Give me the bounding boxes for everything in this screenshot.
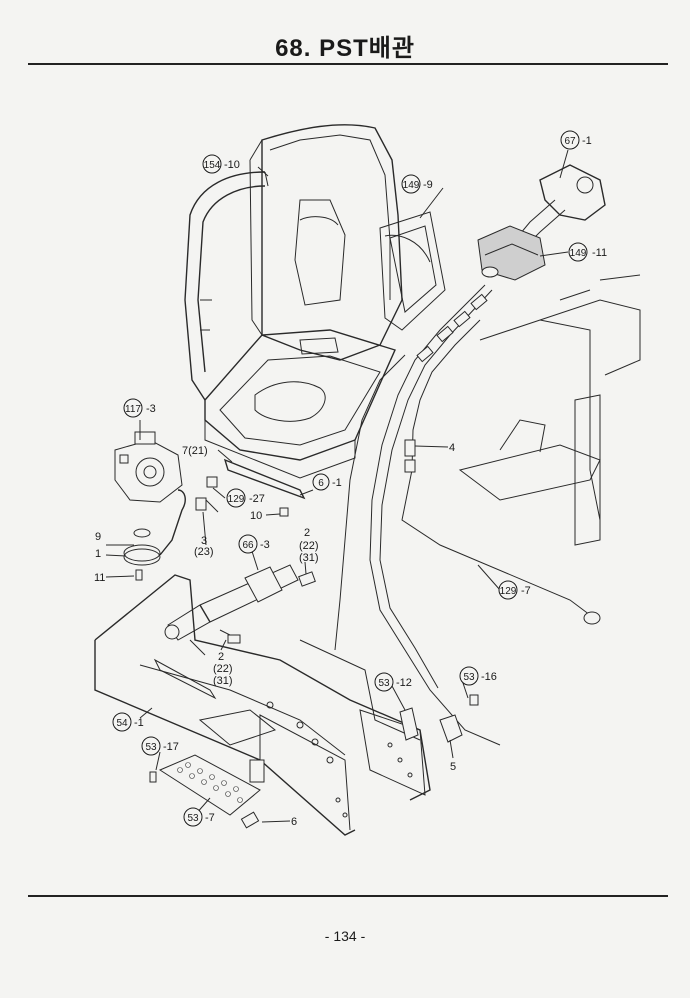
- callout-ref: 67: [564, 136, 576, 147]
- label-4: 4: [449, 442, 455, 454]
- callout-suffix: -1: [134, 717, 144, 729]
- label-22a: (22): [299, 540, 319, 552]
- callout-suffix: -7: [205, 812, 215, 824]
- label-31b: (31): [213, 675, 233, 687]
- callout-129-27: 129 -27: [226, 488, 265, 508]
- callout-67-1: 67 -1: [560, 130, 592, 150]
- callout-suffix: -3: [146, 403, 156, 415]
- label-7-21: 7(21): [182, 445, 208, 457]
- callout-suffix: -7: [521, 585, 531, 597]
- callout-ref: 53: [187, 813, 199, 824]
- callout-53-7: 53 -7: [183, 807, 215, 827]
- callout-66-3: 66 -3: [238, 534, 270, 554]
- callout-ref: 117: [125, 404, 141, 415]
- callout-149-9: 149 -9: [401, 174, 433, 194]
- callout-suffix: -11: [592, 247, 607, 259]
- callout-154-10: 154 -10: [202, 154, 240, 174]
- label-9: 9: [95, 531, 101, 543]
- main-frame-drawing: [94, 574, 479, 836]
- footer-rule: [28, 895, 668, 897]
- callout-suffix: -27: [249, 493, 265, 505]
- steering-cylinder-drawing: [164, 564, 316, 656]
- callout-ref: 149: [570, 248, 587, 259]
- label-2a: 2: [304, 527, 310, 539]
- seat-drawing: [184, 124, 403, 479]
- callout-suffix: -17: [163, 741, 179, 753]
- callout-suffix: -16: [481, 671, 497, 683]
- label-6: 6: [291, 816, 297, 828]
- callout-ref: 6: [318, 478, 324, 489]
- label-22b: (22): [213, 663, 233, 675]
- step-plate-holes: [177, 762, 243, 803]
- callout-ref: 53: [145, 742, 157, 753]
- callout-suffix: -9: [423, 179, 433, 191]
- page-title: 68. PST배관: [275, 35, 415, 62]
- callout-ref: 66: [242, 540, 254, 551]
- label-5: 5: [450, 761, 456, 773]
- label-2b: 2: [218, 651, 224, 663]
- callout-117-3: 117 -3: [123, 398, 156, 418]
- callout-53-16: 53 -16: [459, 666, 497, 686]
- pump-drawing: [114, 431, 306, 581]
- callout-ref: 149: [403, 180, 420, 191]
- step-plate-drawing: [149, 754, 265, 829]
- label-31a: (31): [299, 552, 319, 564]
- callout-54-1: 54 -1: [112, 712, 144, 732]
- page-number: - 134 -: [324, 928, 366, 944]
- callout-149-11: 149 -11: [568, 242, 607, 262]
- frame-upper-drawing: [458, 274, 641, 546]
- callout-129-7: 129 -7: [498, 580, 531, 600]
- callout-suffix: -12: [396, 677, 412, 689]
- label-1: 1: [95, 548, 101, 560]
- callout-6-1: 6 -1: [312, 473, 342, 491]
- callout-suffix: -1: [332, 477, 342, 489]
- label-3: 3: [201, 535, 207, 547]
- callout-53-12: 53 -12: [374, 672, 412, 692]
- label-10: 10: [250, 510, 262, 522]
- callout-ref: 154: [204, 160, 221, 171]
- hose-lines: [334, 284, 601, 746]
- frame-holes: [266, 701, 413, 818]
- label-11: 11: [94, 572, 105, 584]
- header-rule: [28, 63, 668, 65]
- callout-suffix: -1: [582, 135, 592, 147]
- callout-ref: 53: [463, 672, 475, 683]
- callout-ref: 129: [228, 494, 245, 505]
- label-23: (23): [194, 546, 214, 558]
- callout-ref: 54: [116, 718, 128, 729]
- callout-53-17: 53 -17: [141, 736, 179, 756]
- callout-ref: 129: [500, 586, 517, 597]
- steering-unit-drawing: [379, 164, 606, 331]
- callout-ref: 53: [378, 678, 390, 689]
- callout-suffix: -3: [260, 539, 270, 551]
- callout-suffix: -10: [224, 159, 240, 171]
